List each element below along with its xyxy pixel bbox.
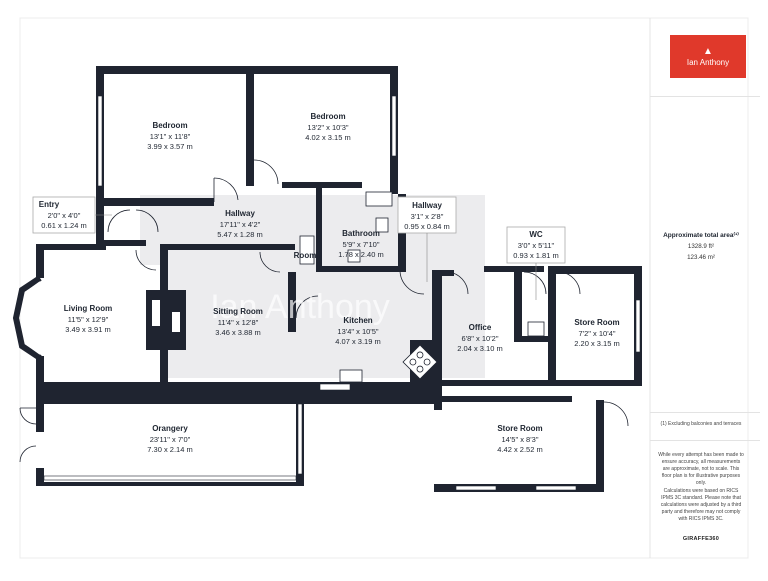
panel-separator bbox=[650, 96, 760, 97]
store-room-bottom-imperial: 14'5" x 8'3" bbox=[502, 435, 539, 444]
living-room-imperial: 11'5" x 12'9" bbox=[68, 315, 109, 324]
store-room-bottom-metric: 4.42 x 2.52 m bbox=[497, 445, 542, 454]
living-room-name: Living Room bbox=[64, 304, 112, 313]
hallway-small-name: Hallway bbox=[412, 201, 442, 210]
orangery-name: Orangery bbox=[152, 424, 188, 433]
disclaimer: While every attempt has been made to ens… bbox=[658, 452, 744, 486]
windows bbox=[43, 95, 641, 491]
wc-imperial: 3'0" x 5'11" bbox=[518, 241, 555, 250]
entry-metric: 0.61 x 1.24 m bbox=[41, 221, 86, 230]
bedroom2-metric: 4.02 x 3.15 m bbox=[305, 133, 350, 142]
door-swings bbox=[19, 159, 629, 463]
office-metric: 2.04 x 3.10 m bbox=[457, 344, 502, 353]
kitchen-name: Kitchen bbox=[343, 316, 372, 325]
callout-entry: Entry 2'0" x 4'0" 0.61 x 1.24 m bbox=[32, 196, 112, 234]
wc-name: WC bbox=[529, 230, 543, 239]
room-labels: Bedroom 13'1" x 11'8" 3.99 x 3.57 m Bedr… bbox=[64, 112, 620, 454]
watermark-text: Ian Anthony bbox=[210, 288, 390, 326]
bedroom2-name: Bedroom bbox=[310, 112, 345, 121]
office-name: Office bbox=[469, 323, 492, 332]
entry-imperial: 2'0" x 4'0" bbox=[48, 211, 81, 220]
bathroom-fixtures bbox=[299, 191, 393, 265]
agency-logo: ▲ Ian Anthony bbox=[670, 35, 746, 78]
bedroom1-metric: 3.99 x 3.57 m bbox=[147, 142, 192, 151]
callout-hallway-small: Hallway 3'1" x 2'8" 0.95 x 0.84 m bbox=[397, 196, 457, 282]
wc-metric: 0.93 x 1.81 m bbox=[513, 251, 558, 260]
store-room-bottom-name: Store Room bbox=[497, 424, 542, 433]
provider-brand: GIRAFFE360 bbox=[682, 536, 720, 542]
agency-name: Ian Anthony bbox=[686, 57, 730, 67]
panel-separator bbox=[650, 440, 760, 441]
kitchen-fixtures bbox=[339, 321, 545, 383]
entry-name: Entry bbox=[39, 200, 60, 209]
living-room-metric: 3.49 x 3.91 m bbox=[65, 325, 110, 334]
kitchen-metric: 4.07 x 3.19 m bbox=[335, 337, 380, 346]
sitting-room-name: Sitting Room bbox=[213, 307, 263, 316]
callout-wc: WC 3'0" x 5'11" 0.93 x 1.81 m bbox=[506, 226, 566, 300]
total-area-sqft: 1328.9 ft² bbox=[687, 243, 715, 250]
calculation-note: Calculations were based on RICS IPMS 3C … bbox=[660, 488, 742, 522]
total-area-sqm: 123.46 m² bbox=[687, 254, 715, 261]
bathroom-metric: 1.78 x 2.40 m bbox=[338, 250, 383, 259]
office-imperial: 6'8" x 10'2" bbox=[462, 334, 499, 343]
bathroom-name: Bathroom bbox=[342, 229, 380, 238]
kitchen-imperial: 13'4" x 10'5" bbox=[337, 327, 378, 336]
sitting-room-imperial: 11'4" x 12'8" bbox=[218, 318, 259, 327]
room-label: Room bbox=[294, 251, 317, 260]
hallway-main-metric: 5.47 x 1.28 m bbox=[217, 230, 262, 239]
store-room-right-imperial: 7'2" x 10'4" bbox=[579, 329, 616, 338]
bedroom1-name: Bedroom bbox=[152, 121, 187, 130]
orangery-metric: 7.30 x 2.14 m bbox=[147, 445, 192, 454]
store-room-right-name: Store Room bbox=[574, 318, 619, 327]
logo-house-icon: ▲ bbox=[703, 45, 713, 57]
hallway-main-name: Hallway bbox=[225, 209, 255, 218]
total-area-title: Approximate total area⁽¹⁾ bbox=[663, 232, 739, 239]
bedroom1-imperial: 13'1" x 11'8" bbox=[150, 132, 191, 141]
bay-window bbox=[12, 275, 42, 361]
footnote: (1) Excluding balconies and terraces bbox=[660, 421, 742, 427]
bedroom2-imperial: 13'2" x 10'3" bbox=[307, 123, 348, 132]
sitting-room-metric: 3.46 x 3.88 m bbox=[215, 328, 260, 337]
hallway-main-imperial: 17'11" x 4'2" bbox=[220, 220, 261, 229]
hallway-small-imperial: 3'1" x 2'8" bbox=[411, 212, 444, 221]
store-room-right-metric: 2.20 x 3.15 m bbox=[574, 339, 619, 348]
hallway-small-metric: 0.95 x 0.84 m bbox=[404, 222, 449, 231]
bathroom-imperial: 5'9" x 7'10" bbox=[343, 240, 380, 249]
orangery-imperial: 23'11" x 7'0" bbox=[150, 435, 191, 444]
panel-separator bbox=[650, 412, 760, 413]
